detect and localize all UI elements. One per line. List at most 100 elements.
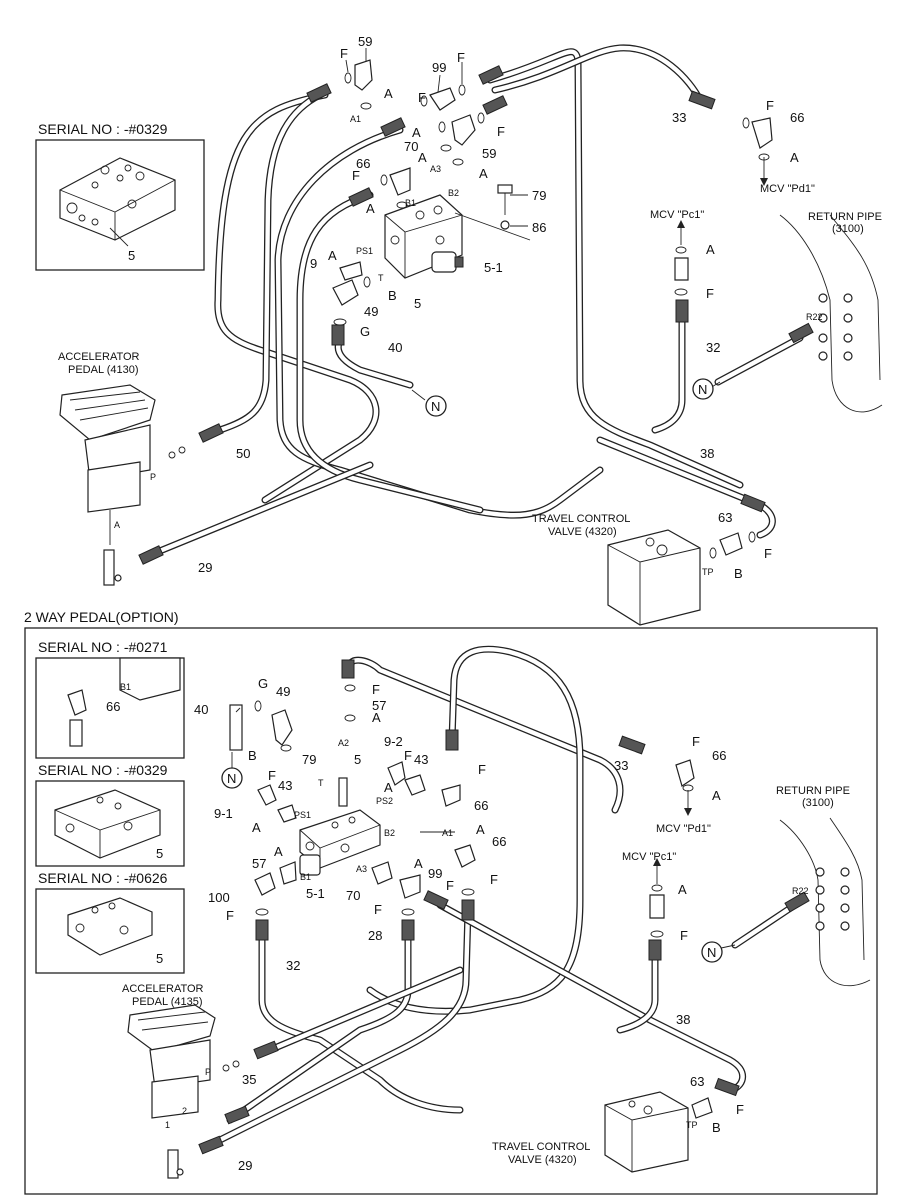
label-5-top: 5 — [414, 296, 421, 311]
label-F: F — [736, 1102, 744, 1117]
label-40-top: 40 — [388, 340, 402, 355]
port-b1-top: B1 — [405, 198, 416, 208]
return-bottom-line1: RETURN PIPE — [776, 785, 850, 797]
port-a3-bottom: A3 — [356, 864, 367, 874]
accelerator-pedal-bottom: ACCELERATOR PEDAL (4135) P 1 2 — [122, 983, 240, 1179]
port-a1-bottom: A1 — [442, 828, 453, 838]
label-F: F — [490, 872, 498, 887]
label-40-bottom: 40 — [194, 702, 208, 717]
fittings-bottom — [229, 684, 713, 1119]
label-B: B — [388, 288, 397, 303]
pipe-loops-top — [146, 44, 804, 559]
n-marker-bottom-2: N — [701, 941, 723, 963]
label-66-a: 66 — [474, 798, 488, 813]
label-F: F — [497, 124, 505, 139]
port-t-bottom: T — [318, 778, 324, 788]
label-35: 35 — [242, 1072, 256, 1087]
return-top-line2: (3100) — [832, 223, 864, 235]
label-F: F — [268, 768, 276, 783]
travel-valve-top: TRAVEL CONTROL VALVE (4320) TP — [532, 513, 714, 626]
mcv-pd1-bottom: MCV "Pd1" — [656, 823, 711, 835]
label-A: A — [790, 150, 799, 165]
label-49-top: 49 — [364, 304, 378, 319]
port-a3-top: A3 — [430, 164, 441, 174]
serial2-title: SERIAL NO : -#0329 — [38, 762, 168, 778]
accel-bottom-line1: ACCELERATOR — [122, 983, 204, 995]
label-38-bottom: 38 — [676, 1012, 690, 1027]
label-F: F — [766, 98, 774, 113]
label-A: A — [418, 150, 427, 165]
serial-box-1: SERIAL NO : -#0271 B1 66 — [35, 639, 185, 759]
accel-bottom-port-p: P — [205, 1067, 211, 1077]
serial1-title: SERIAL NO : -#0271 — [38, 639, 168, 655]
label-38-top: 38 — [700, 446, 714, 461]
label-A: A — [479, 166, 488, 181]
label-79-bottom: 79 — [302, 752, 316, 767]
travel-top-port: TP — [702, 567, 714, 577]
pipe-loops-bottom — [206, 645, 799, 1149]
mcv-pc1-top: MCV "Pc1" — [650, 209, 704, 221]
label-G: G — [360, 324, 370, 339]
label-33-top: 33 — [672, 110, 686, 125]
label-A: A — [274, 844, 283, 859]
label-70-bottom: 70 — [346, 888, 360, 903]
serial-title-top: SERIAL NO : -#0329 — [38, 121, 168, 137]
label-A: A — [412, 125, 421, 140]
port-b1-bottom: B1 — [300, 872, 311, 882]
hose-fittings-top — [138, 65, 814, 565]
serial2-part: 5 — [156, 846, 163, 861]
port-b2-bottom: B2 — [384, 828, 395, 838]
return-top-fittings — [818, 293, 853, 361]
mcv-pd1-top: MCV "Pd1" — [760, 183, 815, 195]
label-F: F — [764, 546, 772, 561]
svg-text:N: N — [227, 771, 236, 786]
accel-bottom-port-1: 1 — [165, 1120, 170, 1130]
label-50: 50 — [236, 446, 250, 461]
label-99-top: 99 — [432, 60, 446, 75]
accel-top-line2: PEDAL (4130) — [68, 364, 139, 376]
hose-fittings-bottom — [198, 659, 810, 1155]
label-A: A — [384, 86, 393, 101]
travel-bottom-line2: VALVE (4320) — [508, 1154, 577, 1166]
port-t-top: T — [378, 273, 384, 283]
n-marker-bottom-1: N — [221, 767, 243, 789]
label-86: 86 — [532, 220, 546, 235]
label-29-top: 29 — [198, 560, 212, 575]
accel-bottom-port-2: 2 — [182, 1106, 187, 1116]
label-A: A — [366, 201, 375, 216]
label-A: A — [372, 710, 381, 725]
label-5-1-top: 5-1 — [484, 260, 503, 275]
label-43-a: 43 — [414, 752, 428, 767]
labels-bottom: 40 G 49 B F 57 A 79 5 9-2 F 43 F A 66 9-… — [194, 676, 744, 1173]
label-F: F — [446, 878, 454, 893]
n-marker-top-1: N — [425, 395, 447, 417]
return-bottom-port: R22 — [792, 886, 809, 896]
return-pipe-bottom: RETURN PIPE (3100) R22 — [776, 785, 871, 987]
travel-top-line1: TRAVEL CONTROL — [532, 513, 630, 525]
label-100: 100 — [208, 890, 230, 905]
label-9: 9 — [310, 256, 317, 271]
label-B: B — [248, 748, 257, 763]
accel-top-port-p: P — [150, 472, 156, 482]
travel-top-line2: VALVE (4320) — [548, 526, 617, 538]
label-66-c: 66 — [712, 748, 726, 763]
label-66-a: 66 — [356, 156, 370, 171]
label-57-a: 57 — [372, 698, 386, 713]
label-70-top: 70 — [404, 139, 418, 154]
label-66-b: 66 — [790, 110, 804, 125]
label-5-bottom: 5 — [354, 752, 361, 767]
return-bottom-fittings — [815, 867, 850, 931]
svg-text:N: N — [431, 399, 440, 414]
labels-top: 59 F A 99 F F A 70 A 59 F 66 F A A 79 86… — [198, 34, 815, 581]
svg-text:N: N — [698, 382, 707, 397]
serial-box-3: SERIAL NO : -#0626 5 — [35, 870, 185, 974]
label-A: A — [476, 822, 485, 837]
serial1-port: B1 — [120, 682, 131, 692]
return-bottom-line2: (3100) — [802, 797, 834, 809]
label-5-1-bottom: 5-1 — [306, 886, 325, 901]
label-F: F — [478, 762, 486, 777]
accel-top-port-a: A — [114, 520, 120, 530]
n-marker-top-2: N — [692, 378, 714, 400]
label-33-bottom: 33 — [614, 758, 628, 773]
label-F: F — [692, 734, 700, 749]
